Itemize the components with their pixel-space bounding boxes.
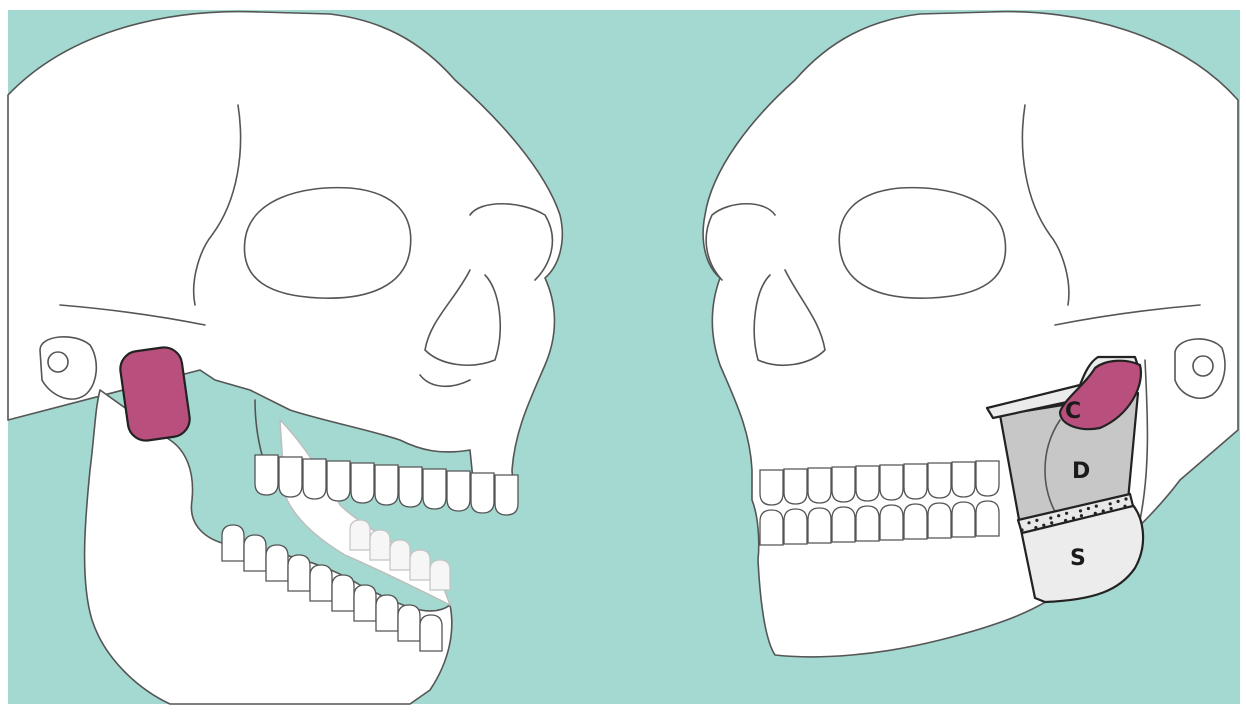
tooth — [976, 461, 999, 496]
left-condyle-highlight — [118, 345, 192, 443]
pore-dot — [1049, 516, 1052, 519]
tooth — [350, 520, 370, 550]
tooth — [222, 525, 244, 561]
tooth — [904, 464, 927, 499]
tooth — [266, 545, 288, 581]
tooth — [430, 560, 450, 590]
tooth — [952, 462, 975, 497]
pore-dot — [1035, 519, 1038, 522]
label-c: C — [1065, 399, 1081, 424]
tooth — [784, 469, 807, 504]
tooth — [760, 510, 783, 545]
tooth — [880, 465, 903, 500]
tooth — [928, 503, 951, 538]
tooth — [471, 473, 494, 513]
pore-dot — [1050, 521, 1053, 524]
tooth — [447, 471, 470, 511]
pore-dot — [1057, 514, 1060, 517]
tooth — [808, 468, 831, 503]
tooth — [398, 605, 420, 641]
tooth — [410, 550, 430, 580]
tooth — [423, 469, 446, 509]
tooth — [495, 475, 518, 515]
tooth — [255, 455, 278, 495]
label-s: S — [1070, 546, 1086, 571]
pore-dot — [1109, 502, 1112, 505]
left-ear-process — [40, 337, 96, 399]
tooth — [808, 508, 831, 543]
tooth — [327, 461, 350, 501]
label-d: D — [1072, 459, 1090, 484]
pore-dot — [1064, 519, 1067, 522]
pore-dot — [1034, 526, 1037, 529]
pore-dot — [1065, 512, 1068, 515]
pore-dot — [1072, 517, 1075, 520]
tooth — [288, 555, 310, 591]
tooth — [952, 502, 975, 537]
tooth — [375, 465, 398, 505]
tooth — [303, 459, 326, 499]
pore-dot — [1110, 507, 1113, 510]
tooth — [370, 530, 390, 560]
tooth — [904, 504, 927, 539]
pore-dot — [1020, 528, 1023, 531]
tooth — [832, 467, 855, 502]
pore-dot — [1124, 497, 1127, 500]
tooth — [784, 509, 807, 544]
tooth — [832, 507, 855, 542]
tooth — [420, 615, 442, 651]
tooth — [856, 506, 879, 541]
tooth — [880, 505, 903, 540]
tooth — [279, 457, 302, 497]
tooth — [928, 463, 951, 498]
tooth — [310, 565, 332, 601]
right-ear-process — [1175, 339, 1225, 398]
tooth — [399, 467, 422, 507]
tooth — [390, 540, 410, 570]
pore-dot — [1080, 514, 1083, 517]
pore-dot — [1123, 505, 1126, 508]
pore-dot — [1094, 512, 1097, 515]
pore-dot — [1027, 521, 1030, 524]
tooth — [332, 575, 354, 611]
pore-dot — [1042, 524, 1045, 527]
tooth — [351, 463, 374, 503]
tooth — [760, 470, 783, 505]
tooth — [856, 466, 879, 501]
tooth — [976, 501, 999, 536]
tooth — [244, 535, 266, 571]
pore-dot — [1117, 500, 1120, 503]
tooth — [376, 595, 398, 631]
pore-dot — [1087, 507, 1090, 510]
pore-dot — [1095, 505, 1098, 508]
pore-dot — [1079, 509, 1082, 512]
tooth — [354, 585, 376, 621]
pore-dot — [1102, 509, 1105, 512]
